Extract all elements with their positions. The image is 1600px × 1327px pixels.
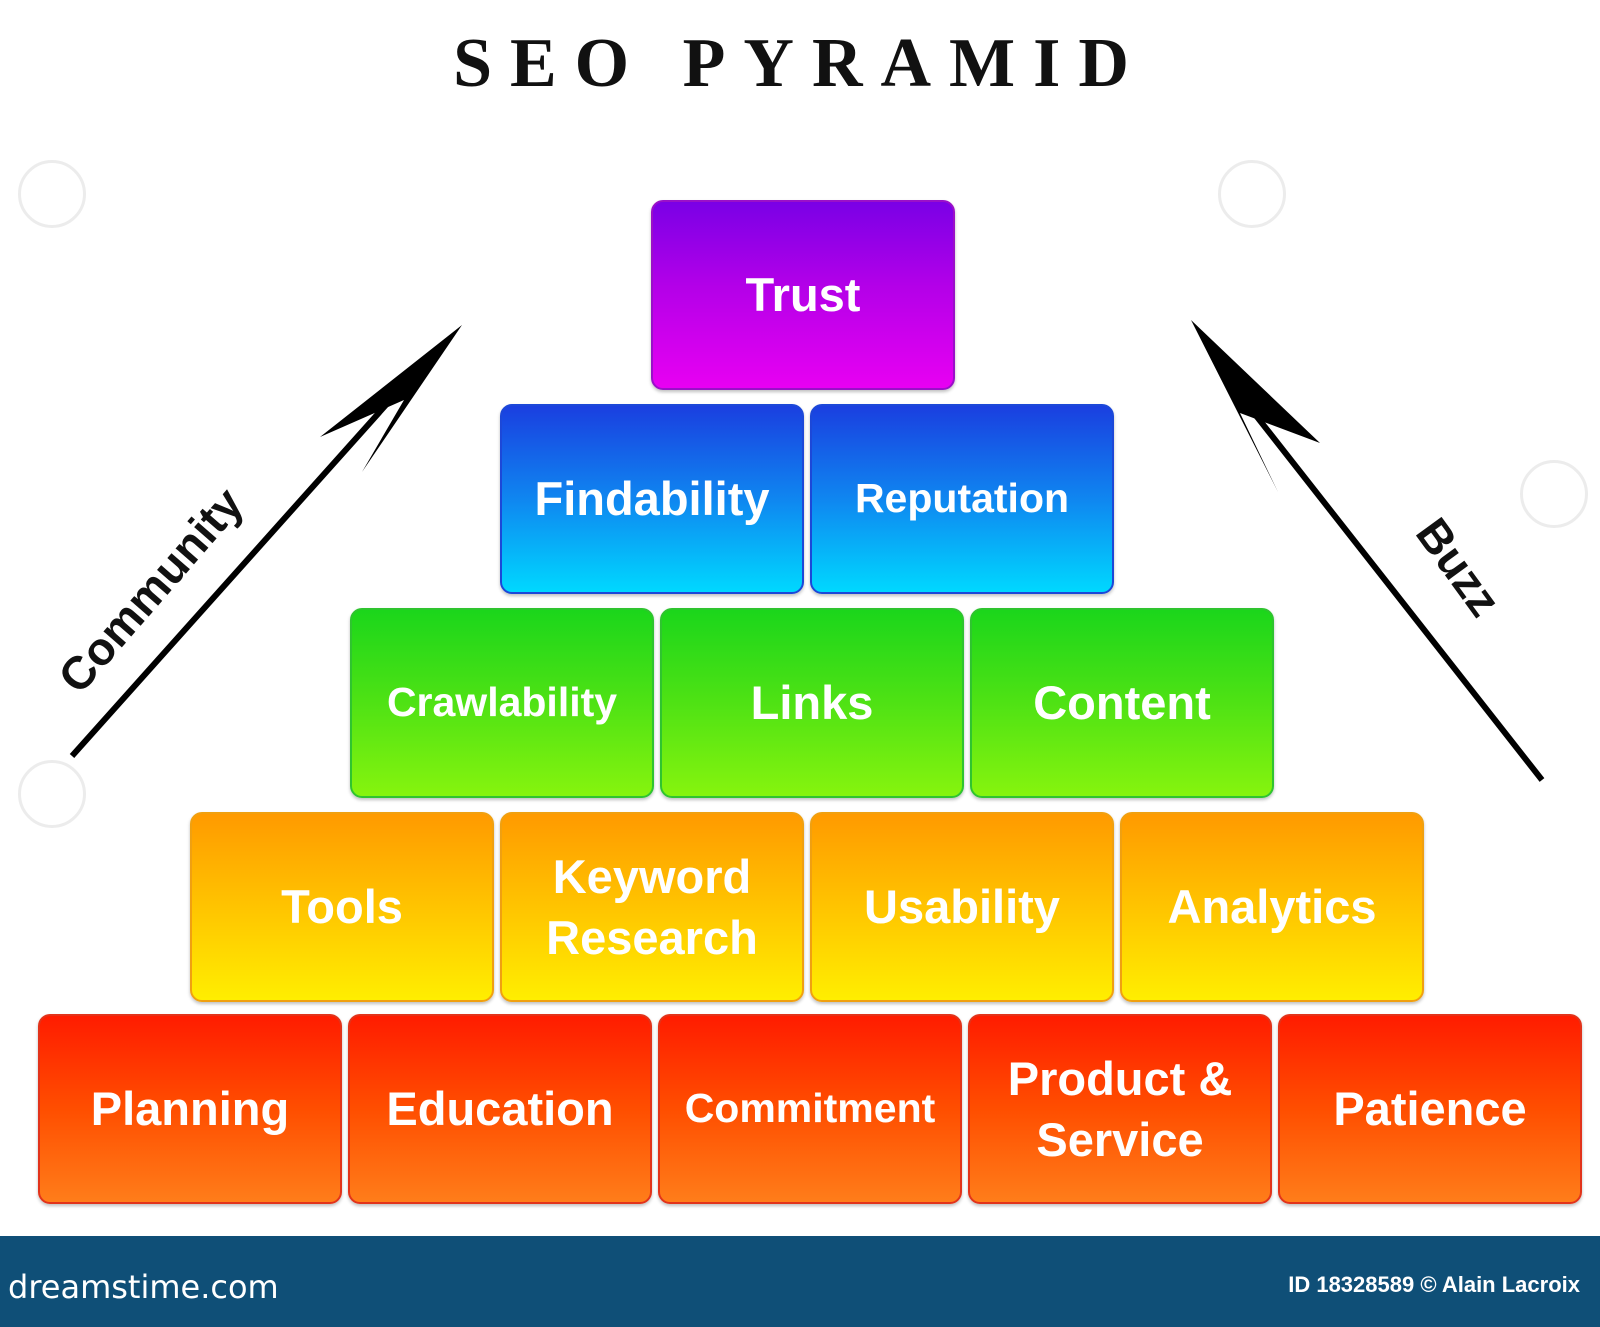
block-commitment: Commitment bbox=[658, 1014, 962, 1204]
arrows-layer bbox=[69, 320, 1545, 782]
block-trust: Trust bbox=[651, 200, 955, 390]
block-product-service: Product & Service bbox=[968, 1014, 1272, 1204]
block-patience: Patience bbox=[1278, 1014, 1582, 1204]
block-analytics: Analytics bbox=[1120, 812, 1424, 1002]
buzz-arrow bbox=[1191, 320, 1545, 782]
watermark-swirl bbox=[1520, 460, 1588, 528]
footer-bar: dreamstime.com ID 18328589 © Alain Lacro… bbox=[0, 1236, 1600, 1327]
footer-credit: ID 18328589 © Alain Lacroix bbox=[1288, 1272, 1580, 1297]
block-findability: Findability bbox=[500, 404, 804, 594]
community-arrow bbox=[69, 325, 462, 758]
footer-site-name: dreamstime.com bbox=[8, 1268, 279, 1306]
block-planning: Planning bbox=[38, 1014, 342, 1204]
watermark-swirl bbox=[18, 760, 86, 828]
watermark-swirl bbox=[18, 160, 86, 228]
diagram-title: SEO PYRAMID bbox=[453, 25, 1147, 102]
block-education: Education bbox=[348, 1014, 652, 1204]
block-tools: Tools bbox=[190, 812, 494, 1002]
block-keyword-research: Keyword Research bbox=[500, 812, 804, 1002]
block-crawlability: Crawlability bbox=[350, 608, 654, 798]
block-links: Links bbox=[660, 608, 964, 798]
block-usability: Usability bbox=[810, 812, 1114, 1002]
block-reputation: Reputation bbox=[810, 404, 1114, 594]
block-content: Content bbox=[970, 608, 1274, 798]
watermark-swirl bbox=[1218, 160, 1286, 228]
